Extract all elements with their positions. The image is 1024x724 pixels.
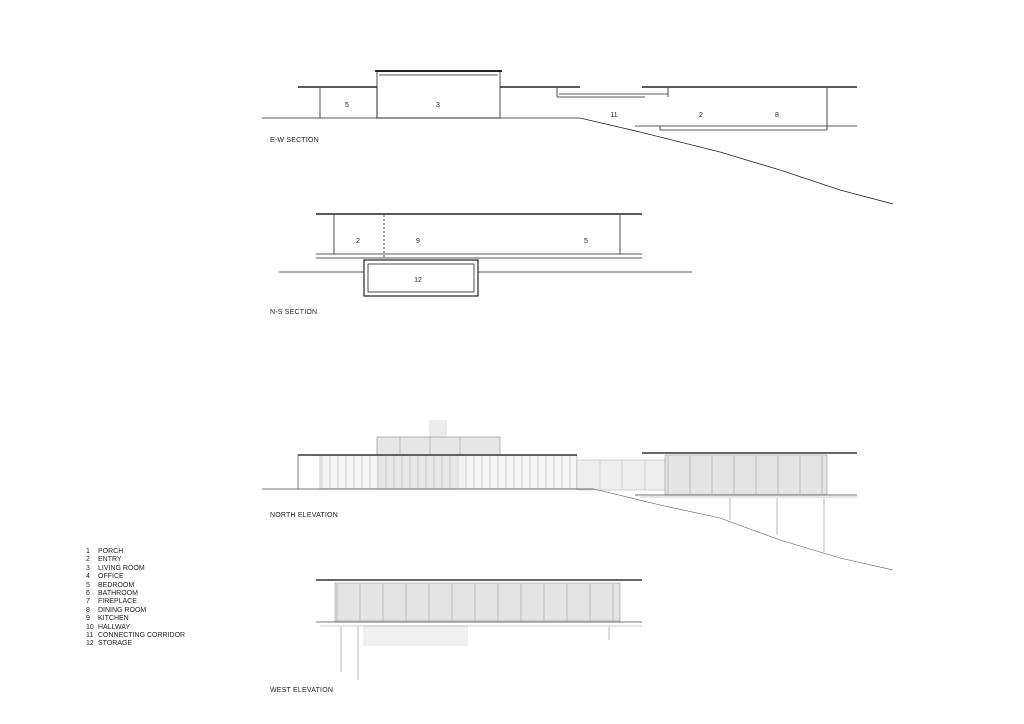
legend-number: 5 — [86, 581, 90, 589]
legend-label: CONNECTING CORRIDOR — [98, 632, 186, 640]
legend-item: 8 DINING ROOM — [86, 607, 185, 615]
legend-item: 5 BEDROOM — [86, 582, 185, 590]
ns-room-label: 5 — [584, 238, 588, 245]
legend-number: 12 — [86, 640, 94, 648]
ew-room-label: 11 — [610, 112, 617, 119]
west-elevation-title: WEST ELEVATION — [270, 687, 334, 694]
north-elevation-drawing — [262, 420, 894, 571]
ew-living-room — [376, 70, 501, 119]
legend-label: FIREPLACE — [98, 598, 137, 606]
legend-number: 8 — [86, 606, 90, 614]
legend-number: 2 — [86, 556, 90, 564]
ew-section-title: E-W SECTION — [270, 137, 319, 144]
north-elevation-title: NORTH ELEVATION — [270, 512, 338, 519]
legend-item: 6 BATHROOM — [86, 590, 185, 598]
west-elevation-mullions — [336, 584, 614, 621]
legend-label: HALLWAY — [98, 623, 131, 631]
ns-storage-room — [363, 259, 479, 297]
legend-number: 7 — [86, 598, 90, 606]
west-elevation-drawing — [316, 579, 642, 680]
legend-item: 11 CONNECTING CORRIDOR — [86, 632, 185, 640]
north-elevation-mullions — [321, 456, 823, 495]
legend-label: LIVING ROOM — [98, 564, 145, 572]
ew-room-label: 3 — [436, 102, 440, 109]
legend-label: DINING ROOM — [98, 606, 147, 614]
legend-label: STORAGE — [98, 640, 133, 648]
legend-number: 6 — [86, 590, 90, 598]
ew-room-label: 8 — [775, 112, 779, 119]
legend-item: 1 PORCH — [86, 548, 185, 556]
ew-room-label: 2 — [699, 112, 703, 119]
legend-item: 7 FIREPLACE — [86, 598, 185, 606]
ns-room-label: 9 — [416, 238, 420, 245]
legend-number: 4 — [86, 573, 90, 581]
legend-label: OFFICE — [98, 573, 124, 581]
legend-label: ENTRY — [98, 556, 122, 564]
legend-label: BATHROOM — [98, 590, 138, 598]
legend-item: 9 KITCHEN — [86, 615, 185, 623]
legend-number: 1 — [86, 548, 90, 555]
ns-section-title: N-S SECTION — [270, 309, 318, 316]
legend-number: 10 — [86, 623, 94, 631]
ns-room-label: 12 — [414, 277, 422, 284]
ns-section-drawing — [279, 213, 692, 297]
ew-section-drawing — [262, 70, 894, 205]
legend-item: 3 LIVING ROOM — [86, 565, 185, 573]
legend-label: KITCHEN — [98, 615, 129, 623]
legend-label: PORCH — [98, 548, 124, 555]
legend-item: 2 ENTRY — [86, 556, 185, 564]
legend-label: BEDROOM — [98, 581, 135, 589]
legend-item: 12 STORAGE — [86, 640, 185, 648]
legend-item: 10 HALLWAY — [86, 624, 185, 632]
ns-room-label: 2 — [356, 238, 360, 245]
legend-number: 9 — [86, 615, 90, 623]
legend-item: 4 OFFICE — [86, 573, 185, 581]
legend-number: 3 — [86, 564, 90, 572]
legend-number: 11 — [86, 632, 94, 640]
ew-slope — [579, 117, 894, 205]
ew-room-label: 5 — [345, 102, 349, 109]
